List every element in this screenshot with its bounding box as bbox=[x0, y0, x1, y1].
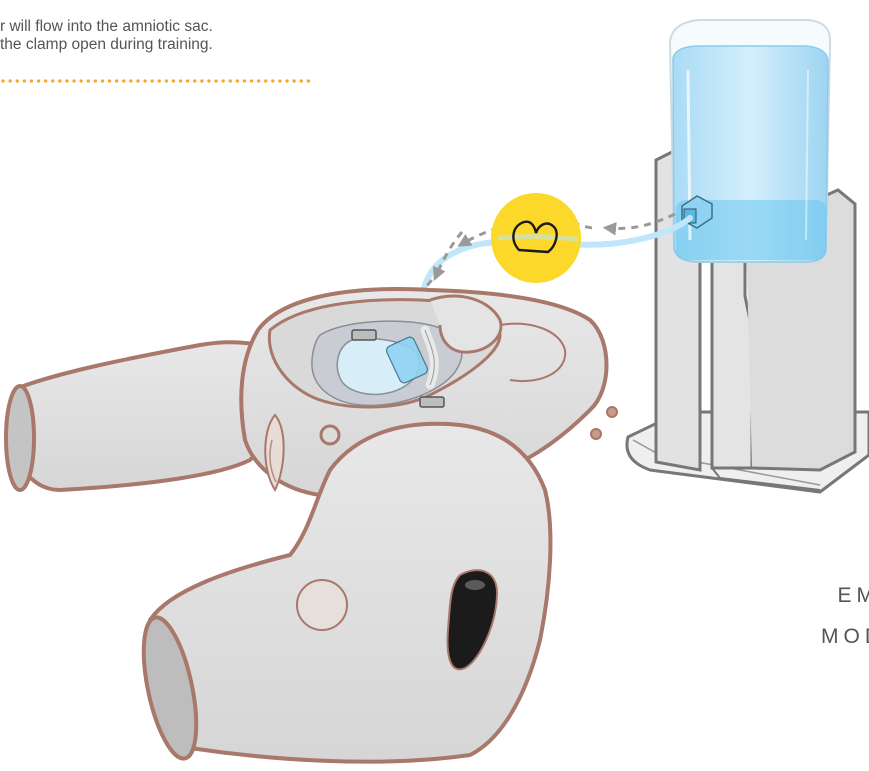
caption-line-1: r will flow into the amniotic sac. bbox=[0, 18, 213, 35]
caption-dotted-divider bbox=[1, 79, 312, 83]
instruction-caption: r will flow into the amniotic sac. the c… bbox=[0, 18, 330, 54]
birthing-simulator bbox=[4, 287, 618, 764]
clamp-open-icon bbox=[512, 220, 558, 254]
side-label-line-1: EM bbox=[837, 584, 869, 607]
clamp-callout bbox=[491, 193, 581, 283]
caption-line-2: the clamp open during training. bbox=[0, 36, 213, 53]
reservoir-stand bbox=[625, 150, 869, 494]
side-label-line-2: MOD bbox=[821, 625, 869, 648]
